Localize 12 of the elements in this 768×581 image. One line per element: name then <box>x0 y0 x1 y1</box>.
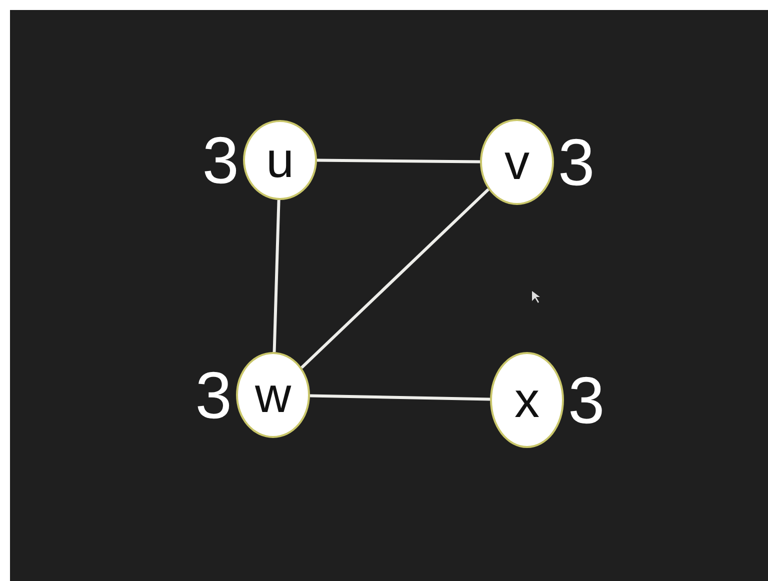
degree-label: 3 <box>568 367 605 433</box>
degree-label: 3 <box>558 129 595 195</box>
edge-line <box>316 158 480 164</box>
vertex-label: v <box>504 137 530 187</box>
edge-line <box>300 188 490 369</box>
vertex-label: u <box>266 135 294 185</box>
edge-line <box>272 200 280 352</box>
edge-line <box>310 394 490 401</box>
degree-label: 3 <box>195 362 232 428</box>
vertex-label: x <box>514 375 540 425</box>
vertex-label: w <box>254 370 292 420</box>
degree-label: 3 <box>202 127 239 193</box>
